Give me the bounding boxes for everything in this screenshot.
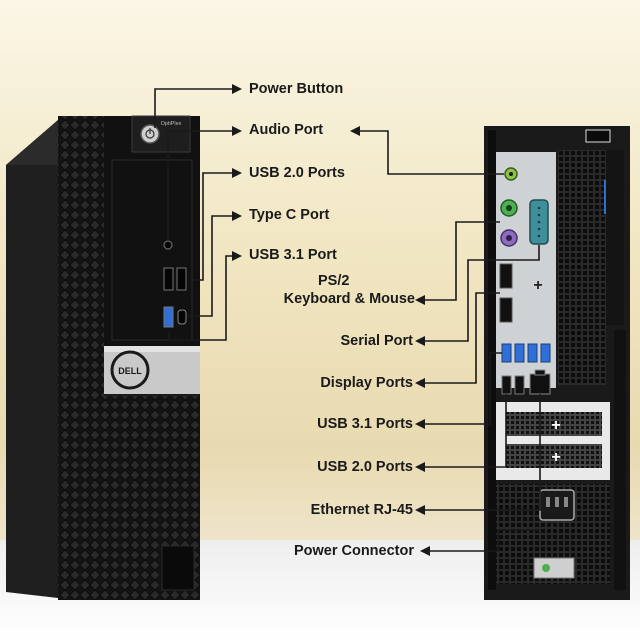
label-power-connector: Power Connector [293,543,414,559]
expansion-slot-cover [506,412,602,436]
svg-text:+: + [551,449,560,466]
rear-usb2-port-icon [501,375,512,395]
label-ps2-line2: Keyboard & Mouse [283,291,415,307]
dell-logo-icon [110,350,150,390]
logo-text: DELL [118,366,142,376]
label-power-button: Power Button [249,81,344,97]
rear-vent [558,150,606,385]
tower-side [6,120,58,598]
displayport-icon [499,263,513,289]
label-ethernet: Ethernet RJ-45 [310,502,413,518]
callout-lines [154,88,541,552]
brand-text: OptiPlex [161,121,182,127]
tower-foot [161,545,195,591]
rear-usb31-port-icon [514,343,525,363]
drive-bay [111,159,193,341]
label-serial-port: Serial Port [340,333,413,349]
psu-test-panel [533,557,575,579]
rear-usb31-port-icon [501,343,512,363]
rear-usb2-port-icon [514,375,525,395]
svg-text:+: + [551,417,560,434]
label-usb31-front: USB 3.1 Port [249,247,337,263]
rear-usb31-port-icon [540,343,551,363]
front-typec-port-icon [177,309,187,325]
callout-arrowheads [232,84,430,556]
label-display-ports: Display Ports [320,375,413,391]
displayport-icon [499,297,513,323]
label-ps2-line1: PS/2 [318,273,350,289]
rear-tower: + + + [484,126,630,600]
ethernet-port-icon [529,373,551,395]
front-mesh-left [58,116,104,600]
label-audio-port: Audio Port [249,122,324,138]
label-usb20-rear: USB 2.0 Ports [317,459,413,475]
label-usb31-rear: USB 3.1 Ports [317,416,413,432]
psu-led-icon [542,564,550,572]
label-typec-port: Type C Port [249,207,330,223]
front-usb2-port-icon [163,267,174,291]
front-usb31-port-icon [163,306,174,328]
rear-latch [585,129,611,143]
rear-usb31-port-icon [527,343,538,363]
label-usb20-front: USB 2.0 Ports [249,165,345,181]
front-tower: OptiPlex DELL [6,115,200,600]
expansion-slot-cover [506,444,602,468]
front-audio-jack-icon [163,240,173,250]
front-usb2-port-icon [176,267,187,291]
plus-mark: + [533,277,542,294]
front-panel [104,116,200,346]
